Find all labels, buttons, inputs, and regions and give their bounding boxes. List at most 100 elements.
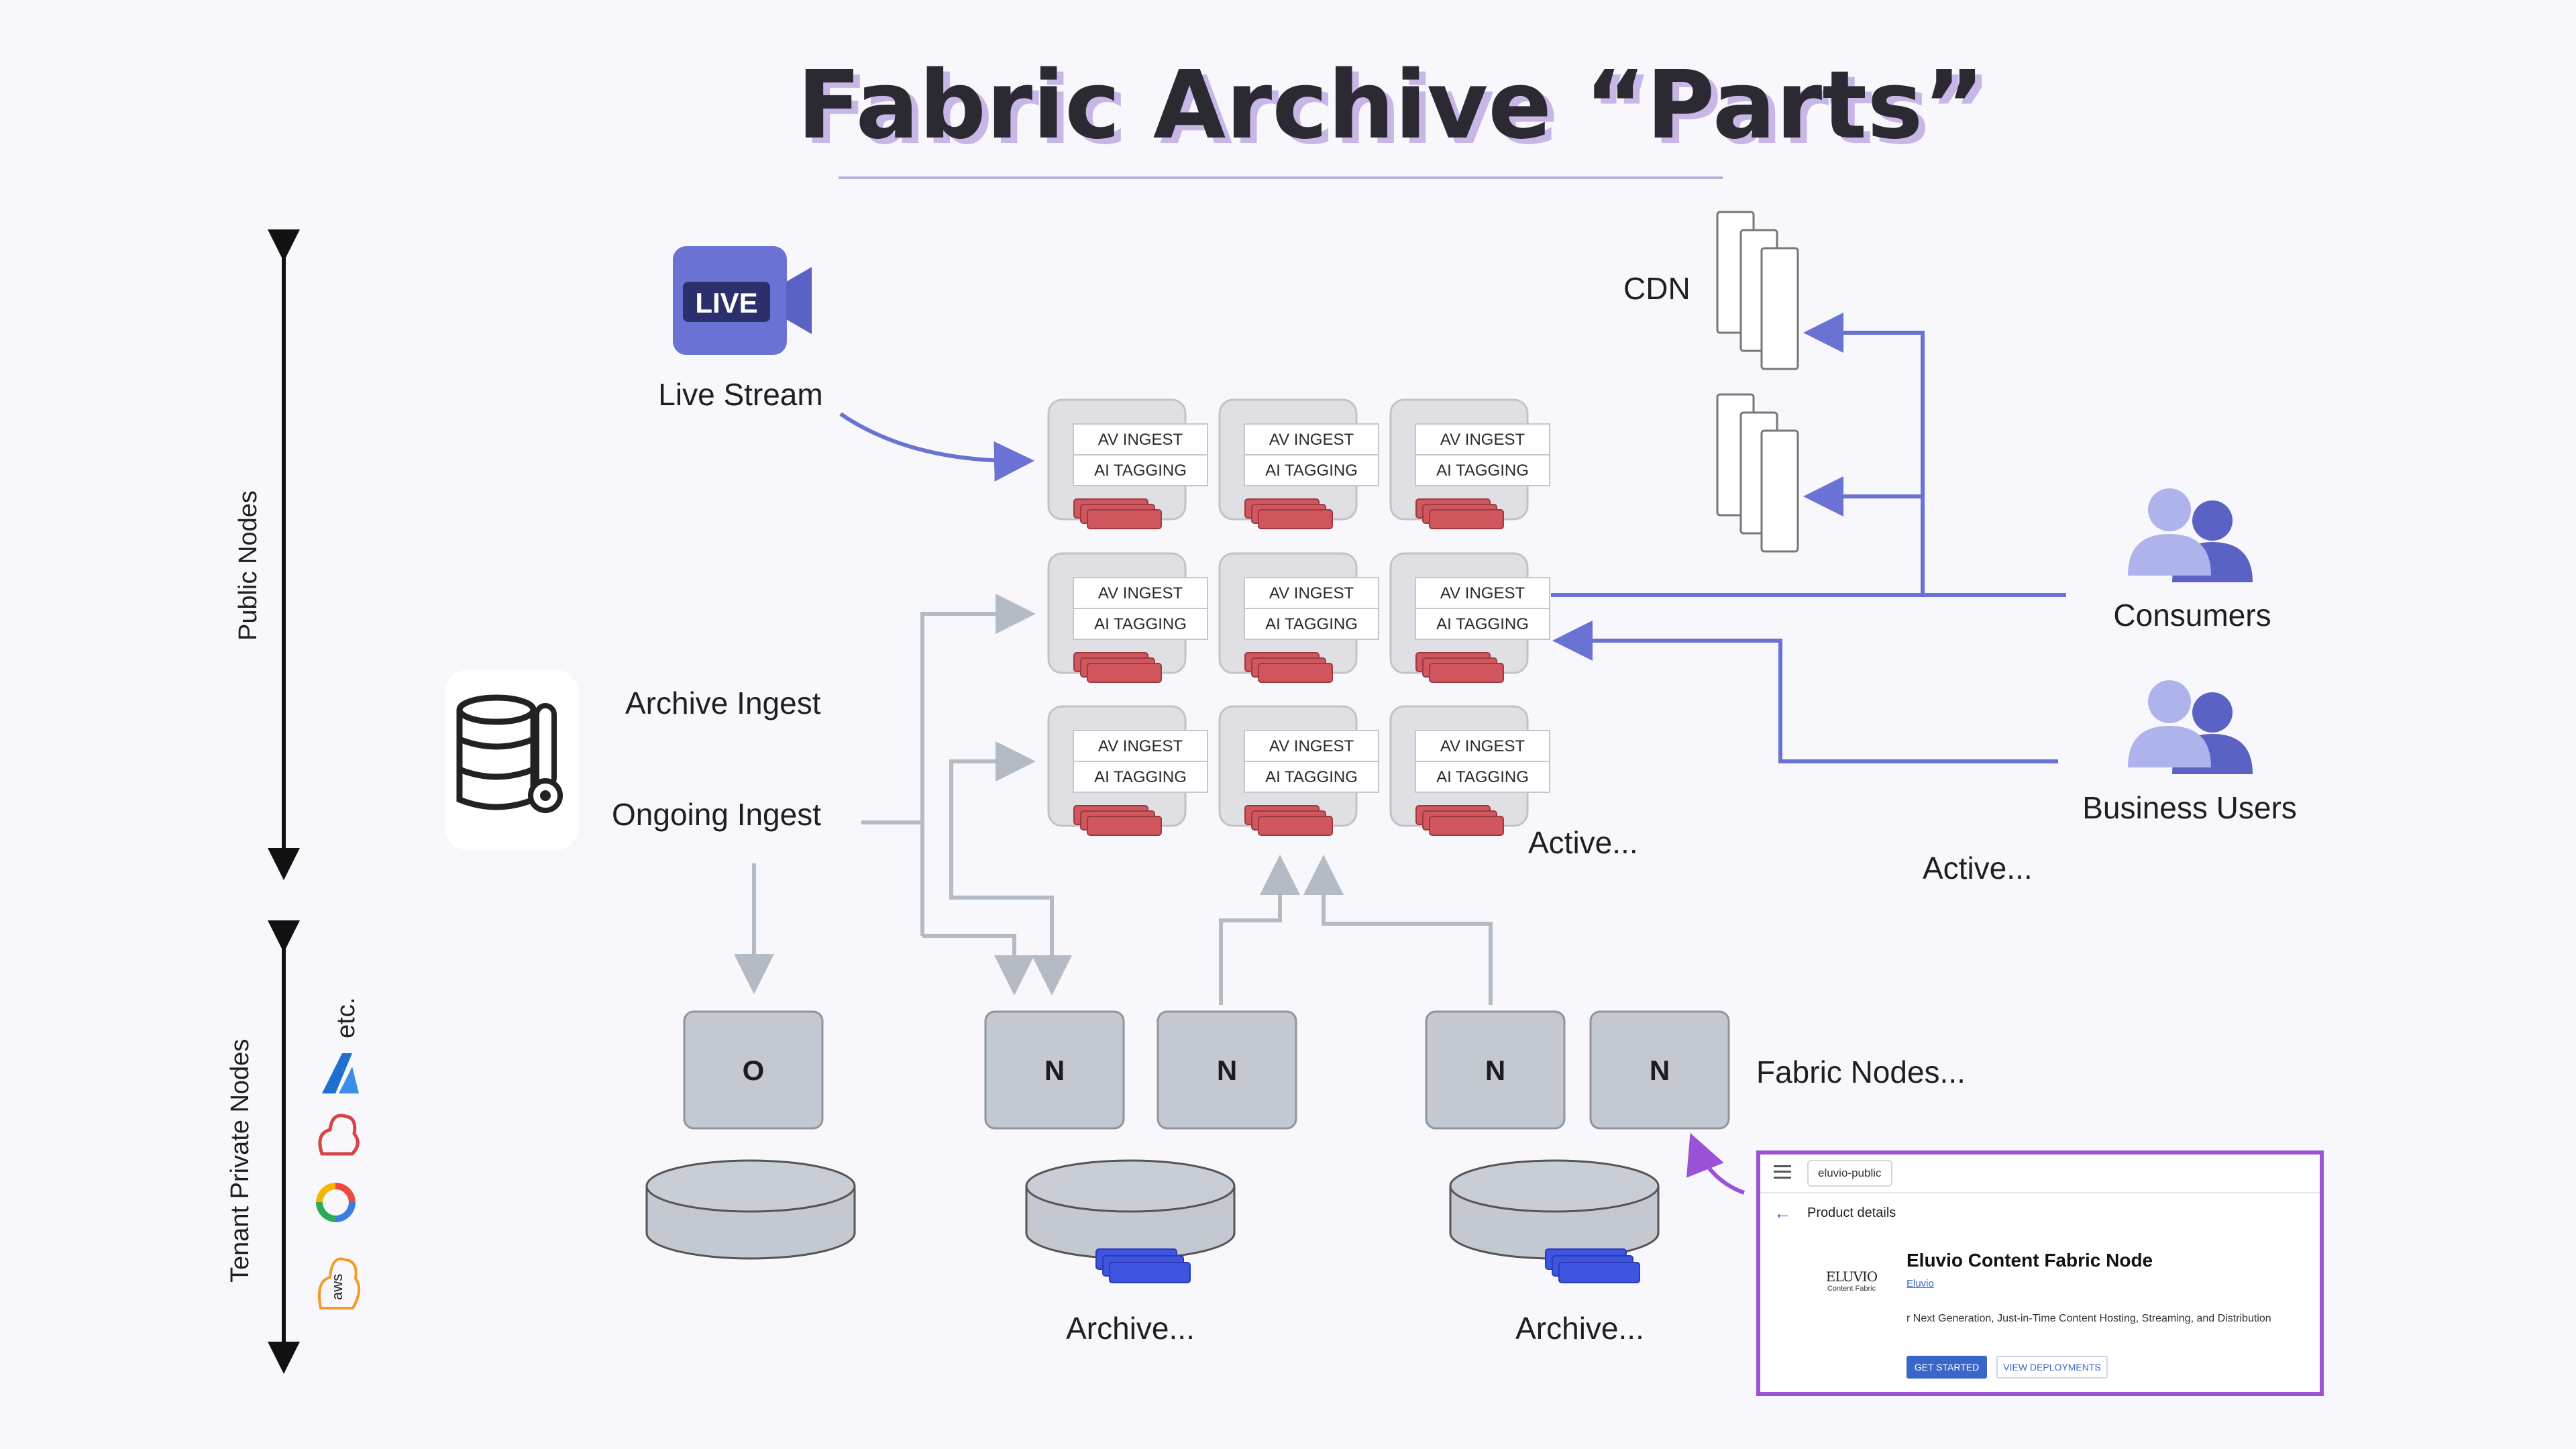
ingest-node-2: AV INGEST AI TAGGING (1218, 398, 1379, 529)
fabric-nodes-label: Fabric Nodes... (1756, 1055, 1966, 1089)
data-brick (1258, 816, 1333, 836)
ongoing-ingest-label: Ongoing Ingest (612, 797, 821, 832)
page-title-shadow: Fabric Archive “Parts” (804, 56, 1992, 166)
ai-tagging-label: AI TAGGING (1265, 768, 1358, 786)
storage-disk-1 (645, 1159, 856, 1260)
archive-label-2: Archive... (1515, 1311, 1644, 1346)
live-stream-label: Live Stream (658, 377, 822, 412)
hamburger-menu-icon[interactable] (1774, 1165, 1791, 1179)
live-stream-icon: LIVE (673, 246, 812, 355)
business-users-label: Business Users (2082, 790, 2297, 825)
ai-tagging-label: AI TAGGING (1436, 615, 1529, 633)
av-ingest-label: AV INGEST (1098, 431, 1183, 449)
av-ingest-label: AV INGEST (1269, 737, 1354, 755)
active-label-2: Active... (1923, 851, 2033, 885)
node-n3-to-grid-arrow (1303, 855, 1493, 1005)
av-ingest-box (1244, 730, 1379, 762)
logo-subtext: Content Fabric (1827, 1285, 1876, 1293)
ingest-node-3: AV INGEST AI TAGGING (1389, 398, 1550, 529)
ai-tagging-box (1244, 761, 1379, 793)
ai-tagging-label: AI TAGGING (1436, 768, 1529, 786)
fabric-node-n3: N (1425, 1010, 1566, 1130)
node-n2-label: N (1217, 1055, 1237, 1086)
project-selector[interactable]: eluvio-public (1807, 1160, 1892, 1187)
active-label-1: Active... (1528, 825, 1638, 860)
data-brick (1087, 663, 1162, 683)
av-ingest-label: AV INGEST (1098, 584, 1183, 602)
node-n2-to-grid-arrow (1219, 855, 1300, 1005)
fabric-node-n2: N (1157, 1010, 1297, 1130)
etc-label: etc. (332, 998, 360, 1038)
ai-tagging-box (1073, 454, 1208, 486)
fabric-node-o: O (683, 1010, 824, 1130)
ingest-node-grid: AV INGEST AI TAGGING AV INGEST AI TAGGING AV… (1047, 398, 1550, 836)
av-ingest-label: AV INGEST (1269, 431, 1354, 449)
ingest-node-1: AV INGEST AI TAGGING (1047, 398, 1208, 529)
live-badge: LIVE (695, 287, 757, 319)
ingest-node-7: AV INGEST AI TAGGING (1047, 705, 1208, 836)
product-description: r Next Generation, Just-in-Time Content … (1907, 1313, 2271, 1324)
ingest-node-6: AV INGEST AI TAGGING (1389, 552, 1550, 683)
data-brick (1258, 663, 1333, 683)
data-brick (1087, 816, 1162, 836)
product-name: Eluvio Content Fabric Node (1907, 1250, 2153, 1271)
card-to-node-arrow (1686, 1132, 1745, 1195)
ai-tagging-box (1415, 454, 1550, 486)
storage-disk-3 (1449, 1159, 1660, 1283)
av-ingest-box (1073, 730, 1208, 762)
public-nodes-label: Public Nodes (234, 490, 262, 641)
ai-tagging-label: AI TAGGING (1265, 462, 1358, 480)
view-deployments-button[interactable]: VIEW DEPLOYMENTS (1996, 1356, 2108, 1379)
av-ingest-label: AV INGEST (1440, 431, 1525, 449)
data-brick (1429, 816, 1504, 836)
fabric-node-n4: N (1589, 1010, 1730, 1130)
card-topbar: eluvio-public (1760, 1155, 2320, 1193)
ai-tagging-box (1073, 761, 1208, 793)
ai-tagging-box (1415, 608, 1550, 640)
data-brick (1429, 663, 1504, 683)
data-brick (1087, 509, 1162, 529)
av-ingest-box (1415, 730, 1550, 762)
av-ingest-label: AV INGEST (1440, 584, 1525, 602)
page-title: Fabric Archive “Parts” (797, 51, 1985, 160)
database-icon (445, 669, 579, 851)
logo-text: ELUVIO (1825, 1269, 1878, 1285)
node-n4-label: N (1650, 1055, 1670, 1086)
eluvio-logo: ELUVIO Content Fabric (1825, 1269, 1878, 1293)
vendor-link[interactable]: Eluvio (1907, 1278, 1934, 1289)
get-started-button[interactable]: GET STARTED (1907, 1356, 1987, 1379)
ingest-to-node-n1-arrow-b (949, 822, 1072, 996)
consumers-to-cdn-1-arrow (1803, 313, 1925, 595)
ai-tagging-box (1415, 761, 1550, 793)
data-brick (1258, 509, 1333, 529)
data-brick (1429, 509, 1504, 529)
business-users-icon (2128, 680, 2253, 774)
av-ingest-box (1244, 577, 1379, 609)
fabric-node-n1: N (984, 1010, 1125, 1130)
cdn-label: CDN (1623, 271, 1690, 306)
ingest-to-row2-arrow (920, 594, 1036, 936)
back-arrow-icon[interactable]: ← (1774, 1203, 1791, 1223)
aws-label: aws (329, 1274, 345, 1300)
business-users-arrow (1552, 621, 2058, 763)
oracle-cloud-icon (318, 1114, 360, 1156)
ai-tagging-label: AI TAGGING (1094, 462, 1187, 480)
live-stream-arrow (839, 412, 1034, 482)
ai-tagging-box (1073, 608, 1208, 640)
av-ingest-box (1415, 577, 1550, 609)
ai-tagging-box (1244, 608, 1379, 640)
cdn-server-stack-2 (1716, 393, 1799, 553)
node-n3-label: N (1485, 1055, 1505, 1086)
ai-tagging-label: AI TAGGING (1436, 462, 1529, 480)
archive-label-1: Archive... (1066, 1311, 1195, 1346)
ai-tagging-label: AI TAGGING (1094, 768, 1187, 786)
av-ingest-label: AV INGEST (1098, 737, 1183, 755)
aws-icon: aws (317, 1257, 361, 1309)
archive-ingest-label: Archive Ingest (625, 686, 821, 720)
cdn-server-stack-1 (1716, 211, 1799, 370)
ingest-to-node-n1-arrow-a (922, 934, 1034, 996)
